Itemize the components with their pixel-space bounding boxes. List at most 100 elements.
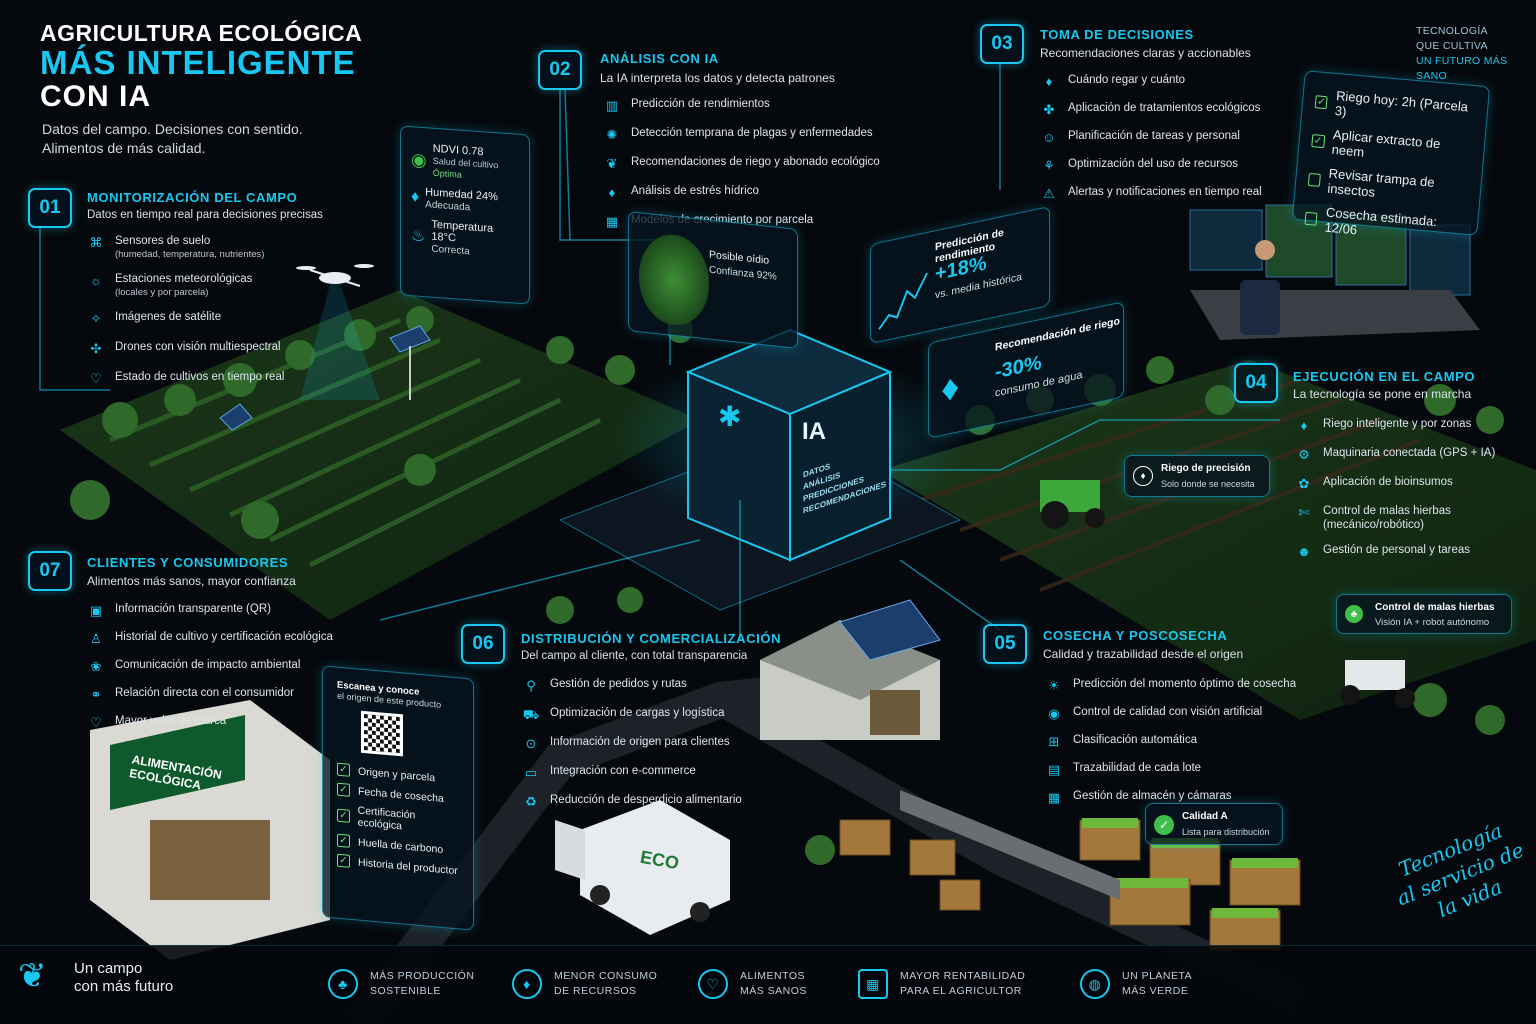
vision-icon: ◉ bbox=[1048, 706, 1060, 721]
drop-icon: ♦ bbox=[608, 185, 616, 200]
section-subtitle-03: Recomendaciones claras y accionables bbox=[1040, 46, 1251, 60]
growth-icon: ▦ bbox=[605, 214, 619, 229]
section-number-02: 02 bbox=[538, 50, 582, 90]
list-item: ☀Predicción del momento óptimo de cosech… bbox=[1045, 677, 1296, 695]
recycle-icon: ♻ bbox=[525, 794, 537, 809]
yield-prediction-panel: Predicción de rendimiento +18% vs. media… bbox=[870, 205, 1050, 345]
certificate-icon: ♙ bbox=[90, 631, 102, 646]
drop-icon: ♦ bbox=[1133, 466, 1153, 486]
section-subtitle-04: La tecnología se pone en marcha bbox=[1293, 387, 1472, 401]
list-item: ▭Integración con e-commerce bbox=[522, 764, 742, 782]
list-item: ▥Predicción de rendimientos bbox=[603, 97, 880, 115]
checkbox-empty-icon[interactable] bbox=[1304, 211, 1318, 226]
ndvi-icon: ◉ bbox=[411, 148, 427, 170]
water-icon: ♦ bbox=[1045, 74, 1053, 89]
list-item: ⚭Relación directa con el consumidor bbox=[87, 686, 333, 704]
yield-chart-icon bbox=[878, 272, 928, 330]
list-item: ⚘Optimización del uso de recursos bbox=[1040, 157, 1262, 175]
section-title-07: CLIENTES Y CONSUMIDORES bbox=[87, 555, 289, 570]
footer-bar bbox=[0, 945, 1536, 1024]
subtitle: Datos del campo. Decisiones con sentido.… bbox=[42, 121, 303, 156]
footer-tagline: Un campo con más futuro bbox=[74, 960, 174, 995]
section-number-01: 01 bbox=[28, 188, 72, 228]
section-list-03: ♦Cuándo regar y cuánto ✤Aplicación de tr… bbox=[1040, 73, 1262, 203]
section-number-03: 03 bbox=[980, 24, 1024, 64]
check-icon: ✓ bbox=[337, 833, 350, 848]
check-icon: ✓ bbox=[337, 782, 350, 797]
check-icon: ✓ bbox=[337, 762, 350, 777]
people-icon: ☺ bbox=[1042, 130, 1056, 145]
list-item: ♡Mayor valor de marca bbox=[87, 714, 333, 732]
list-item: ❀Comunicación de impacto ambiental bbox=[87, 658, 333, 676]
check-icon: ✓ bbox=[337, 853, 350, 868]
qr-code[interactable] bbox=[361, 710, 403, 757]
checkbox-checked-icon[interactable]: ✓ bbox=[1311, 133, 1326, 148]
calculator-icon: ▦ bbox=[858, 969, 888, 999]
list-item: ✿Aplicación de bioinsumos bbox=[1295, 475, 1495, 493]
task-item[interactable]: ✓Riego hoy: 2h (Parcela 3) bbox=[1314, 86, 1476, 130]
trace-icon: ▤ bbox=[1047, 762, 1061, 777]
team-icon: ☻ bbox=[1297, 544, 1311, 559]
checkbox-checked-icon[interactable]: ✓ bbox=[1314, 94, 1329, 109]
list-item: ▣Información transparente (QR) bbox=[87, 602, 333, 620]
sun-icon: ☀ bbox=[1048, 678, 1060, 693]
quality-badge: ✓ Calidad A Lista para distribución bbox=[1145, 803, 1283, 845]
weed-icon: ✄ bbox=[1298, 505, 1310, 520]
alert-icon: ⚠ bbox=[1043, 186, 1055, 201]
list-item: ⚙Maquinaria conectada (GPS + IA) bbox=[1295, 446, 1495, 464]
precision-irrigation-badge: ♦ Riego de precisión Solo donde se neces… bbox=[1124, 455, 1270, 497]
section-title-02: ANÁLISIS CON IA bbox=[600, 51, 719, 66]
ai-label: IA bbox=[802, 418, 826, 445]
task-item[interactable]: ✓Aplicar extracto de neem bbox=[1311, 125, 1473, 169]
list-item: ✣Drones con visión multiespectral bbox=[87, 340, 284, 358]
heart-icon: ♡ bbox=[90, 715, 102, 730]
soil-sensor-icon: ⌘ bbox=[89, 235, 103, 250]
section-list-06: ⚲Gestión de pedidos y rutas ⛟Optimizació… bbox=[522, 677, 742, 811]
section-title-05: COSECHA Y POSCOSECHA bbox=[1043, 628, 1228, 643]
disease-detection-panel: Posible oídio Confianza 92% bbox=[628, 211, 798, 349]
checkbox-empty-icon[interactable] bbox=[1307, 172, 1321, 187]
section-number-05: 05 bbox=[983, 624, 1027, 664]
check-icon: ✓ bbox=[337, 808, 350, 823]
weather-icon: ☼ bbox=[90, 273, 102, 288]
bio-icon: ✿ bbox=[1298, 476, 1310, 491]
section-subtitle-05: Calidad y trazabilidad desde el origen bbox=[1043, 647, 1244, 661]
sprout-logo-icon: ❦ bbox=[18, 957, 47, 995]
list-item: ◉Control de calidad con visión artificia… bbox=[1045, 705, 1296, 723]
task-item[interactable]: Revisar trampa de insectos bbox=[1307, 164, 1469, 208]
sprout-icon: ❦ bbox=[606, 156, 618, 171]
brain-icon: ✱ bbox=[718, 401, 742, 432]
list-item: ✺Detección temprana de plagas y enfermed… bbox=[603, 126, 880, 144]
heart-icon: ♡ bbox=[698, 969, 728, 999]
section-number-06: 06 bbox=[461, 624, 505, 664]
list-item: ⊙Información de origen para clientes bbox=[522, 735, 742, 753]
qr-icon: ▣ bbox=[89, 603, 103, 618]
ecommerce-icon: ▭ bbox=[524, 765, 538, 780]
list-item: ♡Estado de cultivos en tiempo real bbox=[87, 370, 284, 388]
irrigation-icon: ♦ bbox=[1300, 418, 1308, 433]
pin-icon: ⊙ bbox=[525, 736, 537, 751]
list-item: ▤Trazabilidad de cada lote bbox=[1045, 761, 1296, 779]
section-list-05: ☀Predicción del momento óptimo de cosech… bbox=[1045, 677, 1296, 807]
section-title-04: EJECUCIÓN EN EL CAMPO bbox=[1293, 369, 1476, 384]
section-subtitle-06: Del campo al cliente, con total transpar… bbox=[521, 650, 748, 662]
satellite-icon: ✧ bbox=[90, 311, 102, 326]
list-item: ♦Riego inteligente y por zonas bbox=[1295, 417, 1495, 435]
list-item: ⊞Clasificación automática bbox=[1045, 733, 1296, 751]
tractor-icon: ⚙ bbox=[1298, 447, 1310, 462]
section-list-01: ⌘Sensores de suelo(humedad, temperatura,… bbox=[87, 234, 285, 388]
list-item: ❦Recomendaciones de riego y abonado ecol… bbox=[603, 155, 880, 173]
sort-icon: ⊞ bbox=[1048, 734, 1060, 749]
handshake-icon: ⚭ bbox=[90, 687, 102, 702]
leaf-image bbox=[639, 231, 709, 329]
humidity-icon: ♦ bbox=[411, 188, 420, 206]
list-item: ♙Historial de cultivo y certificación ec… bbox=[87, 630, 333, 648]
section-list-04: ♦Riego inteligente y por zonas ⚙Maquinar… bbox=[1295, 417, 1495, 561]
leaf-icon: ♣ bbox=[1345, 605, 1363, 623]
section-list-02: ▥Predicción de rendimientos ✺Detección t… bbox=[603, 97, 880, 231]
title-line-2: MÁS INTELIGENTE bbox=[40, 44, 356, 81]
